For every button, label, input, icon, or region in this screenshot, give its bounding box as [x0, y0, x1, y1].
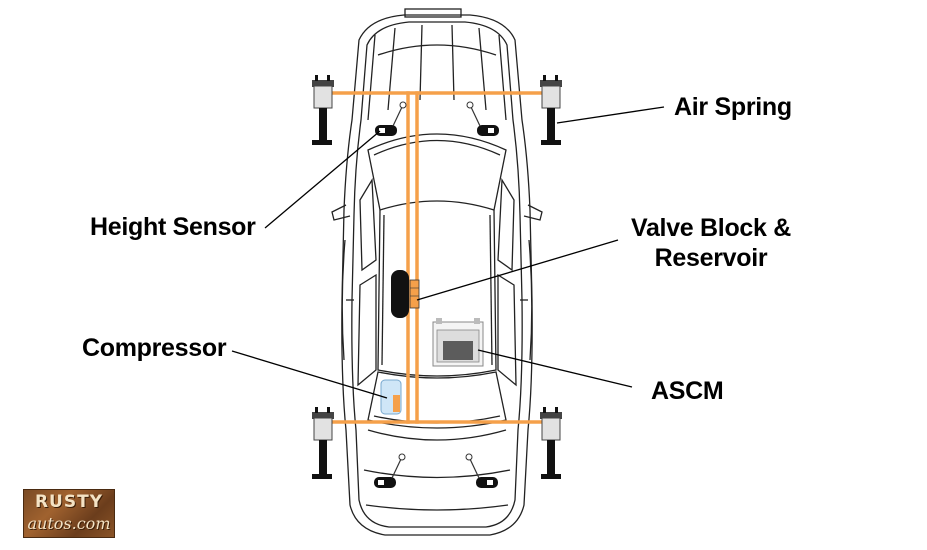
valve-block	[409, 279, 420, 309]
leader-height-sensor	[264, 130, 381, 229]
height-sensor-rear-left	[374, 453, 406, 488]
air-lines	[331, 91, 547, 424]
height-sensor-rear-right	[465, 453, 498, 488]
label-compressor: Compressor	[82, 334, 227, 362]
rusty-autos-logo: RUSTY autos.com	[23, 489, 115, 538]
label-height-sensor: Height Sensor	[90, 213, 256, 241]
air-spring-front-right	[540, 75, 562, 145]
car-top-view	[331, 8, 543, 536]
air-spring-rear-right	[540, 407, 562, 479]
height-sensor-front-left	[375, 101, 407, 136]
label-air-spring: Air Spring	[674, 93, 792, 121]
label-ascm: ASCM	[651, 377, 724, 405]
leader-valve-block	[416, 239, 619, 301]
label-valve-block-line1: Valve Block &	[630, 214, 792, 242]
leader-compressor	[231, 350, 388, 399]
label-valve-block-line2: Reservoir	[654, 244, 768, 272]
compressor	[380, 379, 402, 415]
air-spring-front-left	[312, 75, 334, 145]
logo-line-2: autos.com	[27, 514, 111, 533]
label-valve-block: Valve Block & Reservoir	[626, 213, 796, 273]
ascm-module	[432, 318, 484, 367]
reservoir	[391, 270, 409, 318]
height-sensor-front-right	[466, 101, 499, 136]
air-spring-rear-left	[312, 407, 334, 479]
leader-lines	[231, 106, 665, 399]
logo-line-1: RUSTY	[34, 492, 104, 512]
leader-air-spring	[556, 106, 665, 124]
leader-ascm	[477, 349, 633, 388]
